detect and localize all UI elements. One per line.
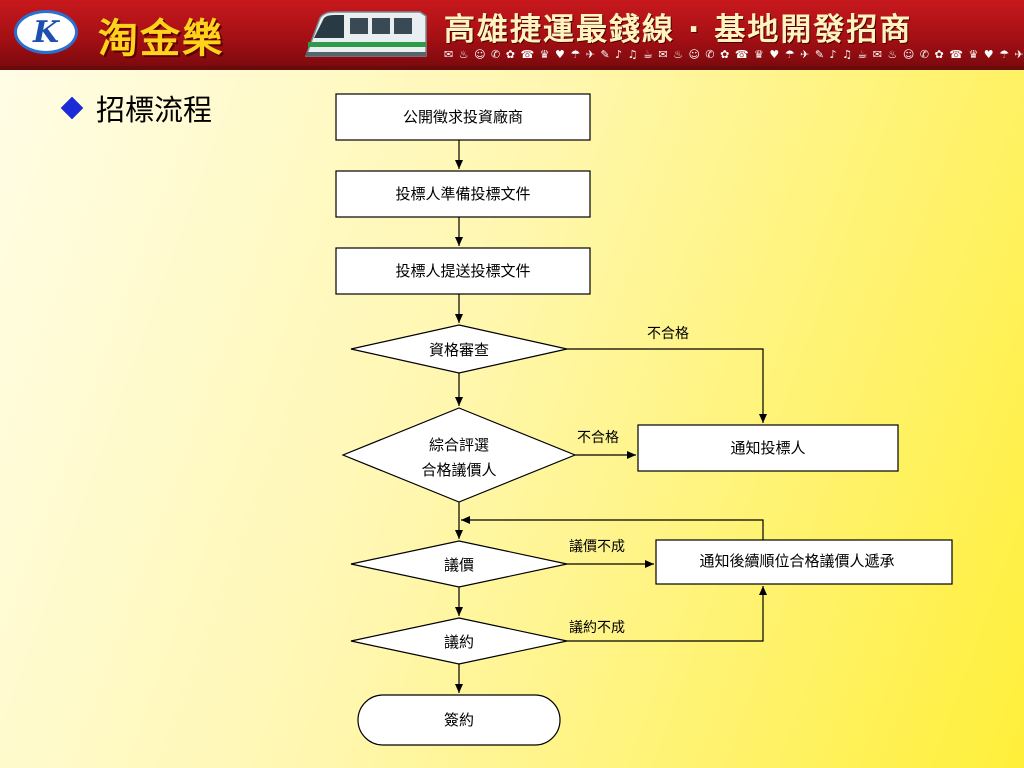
notify-bidder-label: 通知投標人 bbox=[730, 439, 805, 457]
k-logo-icon: K bbox=[14, 10, 78, 54]
arrow-contract-fail bbox=[567, 586, 767, 642]
label-contract-fail: 議約不成 bbox=[569, 619, 625, 636]
arrow-qualification-fail bbox=[567, 348, 767, 423]
train-icon bbox=[304, 11, 427, 57]
label-evaluation-fail: 不合格 bbox=[577, 430, 619, 446]
tagline: 高雄捷運最錢線 · 基地開發招商 bbox=[444, 12, 913, 48]
step-submit-box bbox=[335, 247, 591, 295]
decision-evaluation bbox=[341, 407, 577, 503]
notify-bidder-box bbox=[637, 424, 899, 472]
arrow-loop-back bbox=[461, 516, 764, 540]
step-solicit-label: 公開徵求投資廠商 bbox=[403, 108, 523, 126]
end-sign-terminator bbox=[357, 694, 561, 746]
end-sign-label: 簽約 bbox=[444, 711, 474, 729]
step-prepare-label: 投標人準備投標文件 bbox=[395, 185, 530, 203]
step-prepare-box bbox=[335, 170, 591, 218]
decision-price-label: 議價 bbox=[444, 556, 474, 574]
brand-logo-text: 淘金樂 bbox=[98, 16, 224, 62]
decision-qualification-label: 資格審查 bbox=[429, 341, 489, 359]
step-solicit-box bbox=[335, 93, 591, 141]
label-price-fail: 議價不成 bbox=[569, 538, 625, 555]
decision-evaluation-line2: 合格議價人 bbox=[421, 461, 496, 479]
icon-strip: ✉ ♨ ☺ ✆ ✿ ☎ ♛ ♥ ☂ ✈ ✎ ♪ ♫ ☕ ✉ ♨ ☺ ✆ ✿ ☎ … bbox=[444, 48, 1024, 61]
decision-contract-label: 議約 bbox=[444, 633, 474, 651]
decision-evaluation-line1: 綜合評選 bbox=[429, 436, 489, 454]
label-qualification-fail: 不合格 bbox=[647, 326, 689, 342]
next-bidder-label: 通知後續順位合格議價人遞承 bbox=[699, 552, 894, 570]
slide-title: 招標流程 bbox=[60, 88, 213, 128]
header-banner: K 淘金樂 高雄捷運最錢線 · 基地開發招商 ✉ ♨ ☺ ✆ ✿ ☎ ♛ ♥ ☂… bbox=[0, 0, 1024, 66]
next-bidder-box bbox=[655, 539, 953, 585]
banner-divider bbox=[0, 66, 1024, 70]
step-submit-label: 投標人提送投標文件 bbox=[395, 262, 530, 280]
slide-title-text: 招標流程 bbox=[96, 93, 213, 127]
k-logo-letter: K bbox=[32, 15, 60, 50]
